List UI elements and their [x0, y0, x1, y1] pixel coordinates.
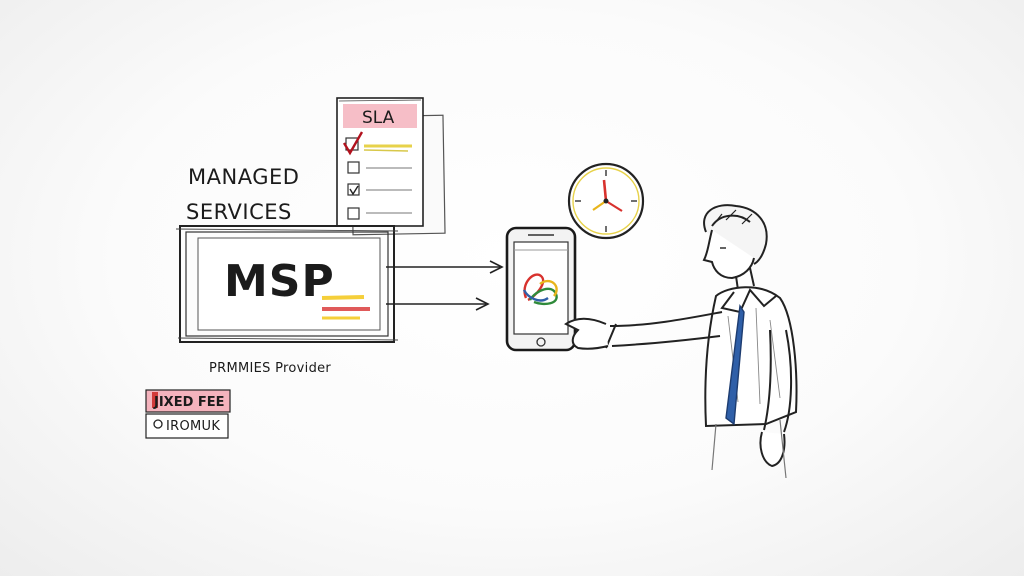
check-mark-icon	[342, 131, 364, 156]
msp-label: MSP	[224, 256, 335, 307]
clock-icon	[567, 162, 645, 240]
person-figure	[564, 204, 798, 479]
sla-title: SLA	[362, 108, 395, 128]
arrow-to-phone-top	[386, 260, 504, 274]
heading-managed: MANAGED	[188, 165, 299, 189]
sla-checklist: SLA	[336, 97, 446, 236]
smartphone-icon	[505, 226, 577, 352]
tie-icon	[725, 304, 745, 426]
msp-caption: PRMMIES Provider	[209, 361, 331, 376]
arrow-to-phone-bottom	[386, 297, 490, 311]
msp-box: MSP	[175, 225, 399, 343]
heading-services: SERVICES	[186, 200, 292, 224]
app-logo-icon	[522, 273, 558, 306]
fixed-fee-label: JIXED FEE	[153, 395, 225, 410]
fixed-fee-sub-label: IROMUK	[166, 419, 220, 434]
fixed-fee-tag: JIXED FEE IROMUK	[145, 389, 231, 439]
